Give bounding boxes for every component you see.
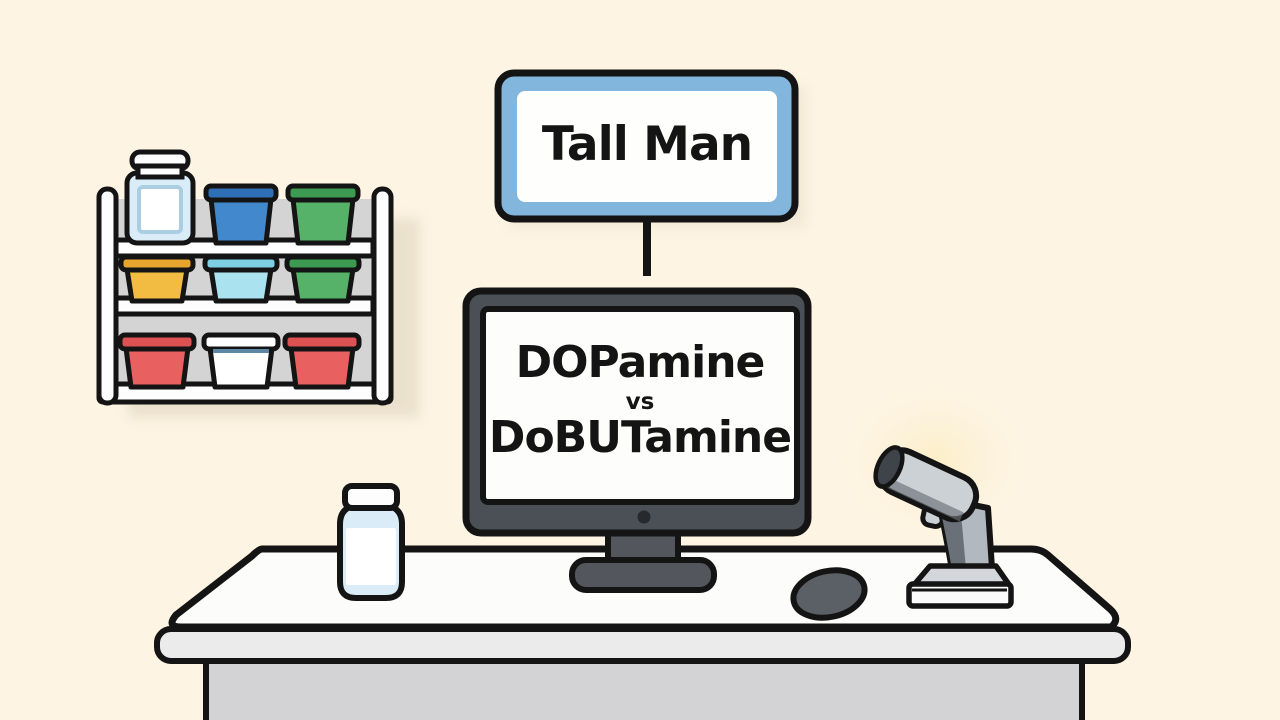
- jar-label: [139, 187, 181, 232]
- scanner-lens-tip: [873, 445, 905, 489]
- desk: [154, 545, 1131, 720]
- scanner-glow: [830, 375, 1040, 545]
- monitor-stand-base: [569, 557, 717, 593]
- green-tub: [285, 183, 361, 246]
- yellow-tub: [118, 254, 196, 304]
- vial-label: [346, 528, 396, 585]
- green-tub-rim: [284, 254, 362, 273]
- red-tub-left: [117, 332, 197, 390]
- white-tub-body: [207, 345, 275, 390]
- screen-vs-label: vs: [626, 389, 655, 415]
- shelf-post-left: [96, 186, 119, 406]
- monitor-camera-dot: [637, 510, 651, 524]
- red-tub-right: [282, 332, 362, 390]
- blue-tub-body: [208, 196, 274, 246]
- scanner-head-shade: [881, 476, 964, 522]
- cyan-tub: [202, 254, 280, 304]
- computer-monitor: DOPamine vs DoBUTamine: [462, 287, 812, 593]
- green-tub-body: [290, 266, 356, 304]
- red-tub-rim: [282, 332, 362, 352]
- sign-pole: [643, 214, 651, 276]
- white-tub: [201, 332, 281, 390]
- tall-man-sign: Tall Man: [494, 69, 799, 276]
- jar-cap-ring: [135, 163, 185, 180]
- sign-face: [517, 91, 777, 202]
- wall-shelf: [96, 149, 394, 406]
- computer-mouse: [790, 567, 868, 621]
- red-tub-rim: [117, 332, 197, 352]
- yellow-tub-rim: [118, 254, 196, 273]
- cyan-tub-body: [208, 266, 274, 304]
- blue-tub-rim: [203, 183, 279, 203]
- screen-drug-name-2: DoBUTamine: [489, 412, 791, 463]
- monitor-screen: [480, 306, 800, 505]
- screen-drug-name-1: DOPamine: [516, 337, 765, 388]
- shelf-post-right: [371, 186, 394, 406]
- sign-label: Tall Man: [542, 117, 752, 172]
- red-tub-body: [123, 345, 191, 390]
- green-tub-rim: [285, 183, 361, 203]
- white-tub-rim: [201, 332, 281, 352]
- medicine-vial: [337, 483, 405, 601]
- green-tub-body: [290, 196, 356, 246]
- barcode-scanner: [873, 445, 1014, 609]
- yellow-tub-body: [124, 266, 190, 304]
- blue-tub: [203, 183, 279, 246]
- cyan-tub-rim: [202, 254, 280, 273]
- jar-label-border: [137, 185, 183, 234]
- desk-apron: [154, 626, 1131, 664]
- scanner-base: [906, 581, 1014, 609]
- green-tub-middle: [284, 254, 362, 304]
- vial-cap: [342, 483, 400, 511]
- red-tub-body: [288, 345, 356, 390]
- medicine-jar: [124, 149, 196, 246]
